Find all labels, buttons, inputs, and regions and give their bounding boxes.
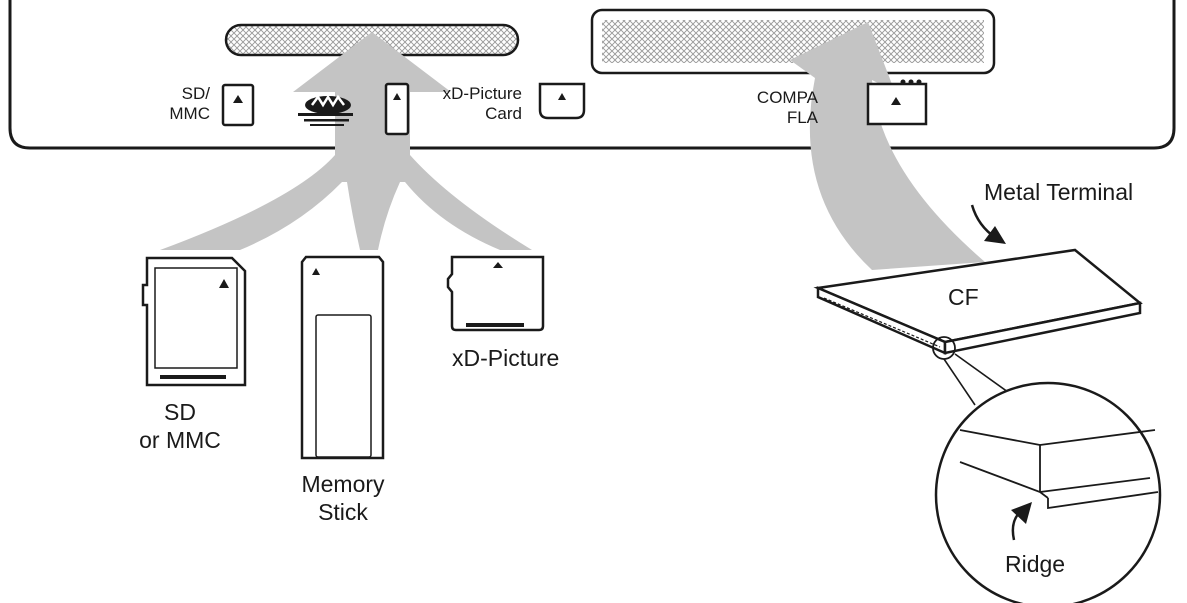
ridge-pointer bbox=[1011, 502, 1032, 541]
cf-insertion-arrow bbox=[790, 22, 985, 270]
sd-card-label-line2: or MMC bbox=[139, 427, 221, 453]
metal-terminal-pointer bbox=[970, 204, 1006, 244]
sd-mmc-slot-label-line2: MMC bbox=[169, 104, 210, 123]
sd-mmc-slot-label: SD/ MMC bbox=[150, 84, 210, 124]
cf-card-icon bbox=[813, 248, 1143, 355]
sd-mmc-slot-label-line1: SD/ bbox=[181, 84, 210, 103]
cf-slot-label-line2: FLA bbox=[786, 108, 818, 127]
memory-stick-card-label-line2: Stick bbox=[318, 499, 368, 525]
ridge-label: Ridge bbox=[1005, 551, 1066, 577]
cf-slot-label: COMPA FLA bbox=[700, 88, 818, 128]
small-card-insertion-arrow bbox=[160, 32, 532, 250]
xd-slot-label-line2: Card bbox=[485, 104, 522, 123]
cf-slot-icon bbox=[866, 79, 928, 126]
sd-card-label: SD or MMC bbox=[120, 398, 240, 454]
memory-stick-card-icon bbox=[300, 255, 385, 460]
xd-picture-card-icon bbox=[446, 255, 545, 332]
compact-flash-slot-mesh bbox=[602, 20, 984, 63]
memory-stick-card-label-line1: Memory bbox=[301, 471, 385, 497]
memory-stick-logo-icon bbox=[298, 94, 353, 126]
cf-card-label: CF bbox=[948, 284, 979, 310]
xd-slot-label: xD-Picture Card bbox=[410, 84, 522, 124]
sd-card-label-line1: SD bbox=[164, 399, 196, 425]
sd-mmc-slot-icon bbox=[221, 83, 255, 127]
xd-picture-card-label: xD-Picture bbox=[452, 345, 560, 371]
ridge-magnifier bbox=[932, 336, 1162, 603]
xd-slot-label-line1: xD-Picture bbox=[442, 84, 522, 103]
sd-card-icon bbox=[141, 256, 247, 387]
memory-stick-card-label: Memory Stick bbox=[283, 470, 403, 526]
memory-stick-slot-icon bbox=[384, 82, 410, 136]
metal-terminal-label: Metal Terminal bbox=[984, 179, 1134, 205]
cf-slot-label-line1: COMPA bbox=[756, 88, 818, 107]
xd-slot-icon bbox=[538, 82, 586, 120]
